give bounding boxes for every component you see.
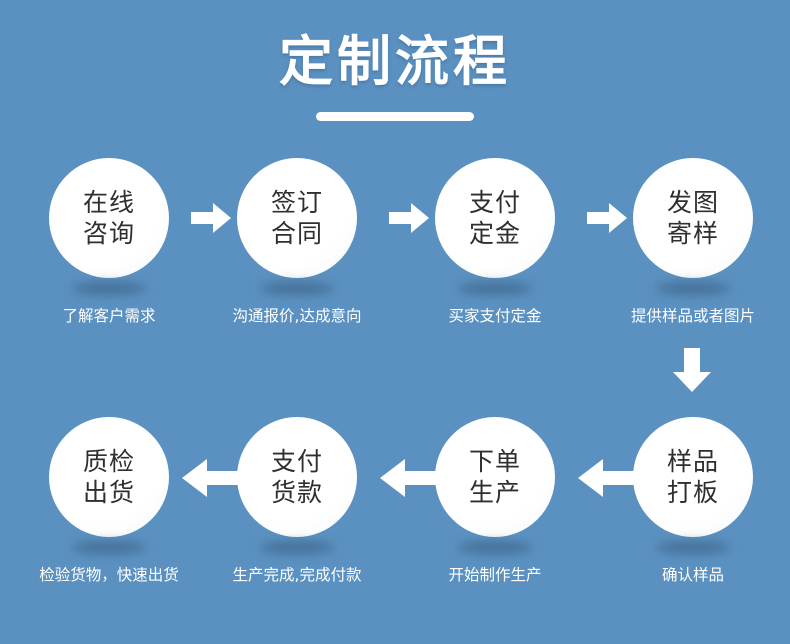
flow-node-7-line1: 支付: [270, 447, 323, 476]
arrow-left-icon-1: [182, 456, 240, 500]
flow-node-3-shadow: [458, 282, 532, 295]
flow-node-4-caption: 提供样品或者图片: [630, 307, 756, 325]
flow-node-4-circle: 发图 寄样: [633, 158, 753, 278]
title-underline: [316, 112, 474, 121]
flow-node-2-caption: 沟通报价,达成意向: [232, 307, 362, 325]
flow-node-6[interactable]: 下单 生产 开始制作生产: [435, 417, 555, 584]
flow-node-1[interactable]: 在线 咨询 了解客户需求: [49, 158, 169, 325]
flow-node-7-line2: 货款: [270, 478, 323, 507]
flow-node-6-circle: 下单 生产: [435, 417, 555, 537]
flow-node-4-line1: 发图: [666, 188, 719, 217]
flow-node-2-circle: 签订 合同: [237, 158, 357, 278]
flow-node-8[interactable]: 质检 出货 检验货物，快速出货: [39, 417, 179, 584]
flow-node-2-line2: 合同: [270, 219, 323, 248]
arrow-right-icon-1: [191, 200, 231, 236]
arrow-left-icon-2: [380, 456, 438, 500]
flow-node-3-circle: 支付 定金: [435, 158, 555, 278]
flow-node-5-line1: 样品: [666, 447, 719, 476]
flow-node-3[interactable]: 支付 定金 买家支付定金: [435, 158, 555, 325]
flow-node-8-caption: 检验货物，快速出货: [39, 566, 179, 584]
flow-node-7-shadow: [260, 541, 334, 554]
flow-node-2[interactable]: 签订 合同 沟通报价,达成意向: [233, 158, 361, 325]
flow-node-1-line2: 咨询: [82, 219, 135, 248]
flow-node-2-line1: 签订: [270, 188, 323, 217]
flow-node-5-caption: 确认样品: [661, 566, 725, 584]
flow-node-8-line1: 质检: [82, 447, 135, 476]
flow-node-4[interactable]: 发图 寄样 提供样品或者图片: [631, 158, 755, 325]
arrow-left-icon-3: [578, 456, 636, 500]
flow-node-6-line2: 生产: [468, 478, 521, 507]
flow-node-6-caption: 开始制作生产: [448, 566, 542, 584]
flow-node-1-shadow: [72, 282, 146, 295]
page-title: 定制流程: [0, 26, 790, 121]
arrow-right-icon-3: [587, 200, 627, 236]
flow-node-1-circle: 在线 咨询: [49, 158, 169, 278]
flow-node-1-caption: 了解客户需求: [62, 307, 156, 325]
flow-node-6-shadow: [458, 541, 532, 554]
flow-node-3-caption: 买家支付定金: [448, 307, 542, 325]
arrow-right-icon-2: [389, 200, 429, 236]
flow-node-4-shadow: [656, 282, 730, 295]
flow-node-5-line2: 打板: [666, 478, 719, 507]
flow-node-3-line2: 定金: [468, 219, 521, 248]
flow-node-5-shadow: [656, 541, 730, 554]
flow-node-3-line1: 支付: [468, 188, 521, 217]
flow-node-8-shadow: [72, 541, 146, 554]
flow-node-8-line2: 出货: [82, 478, 135, 507]
arrow-down-icon: [671, 348, 713, 392]
flow-node-5-circle: 样品 打板: [633, 417, 753, 537]
flow-node-7-circle: 支付 货款: [237, 417, 357, 537]
flow-node-1-line1: 在线: [82, 188, 135, 217]
flow-node-8-circle: 质检 出货: [49, 417, 169, 537]
flow-node-7-caption: 生产完成,完成付款: [232, 566, 362, 584]
flow-node-7[interactable]: 支付 货款 生产完成,完成付款: [233, 417, 361, 584]
flow-node-4-line2: 寄样: [666, 219, 719, 248]
flow-node-5[interactable]: 样品 打板 确认样品: [633, 417, 753, 584]
flow-node-6-line1: 下单: [468, 447, 521, 476]
page-title-text: 定制流程: [279, 30, 511, 93]
flow-node-2-shadow: [260, 282, 334, 295]
